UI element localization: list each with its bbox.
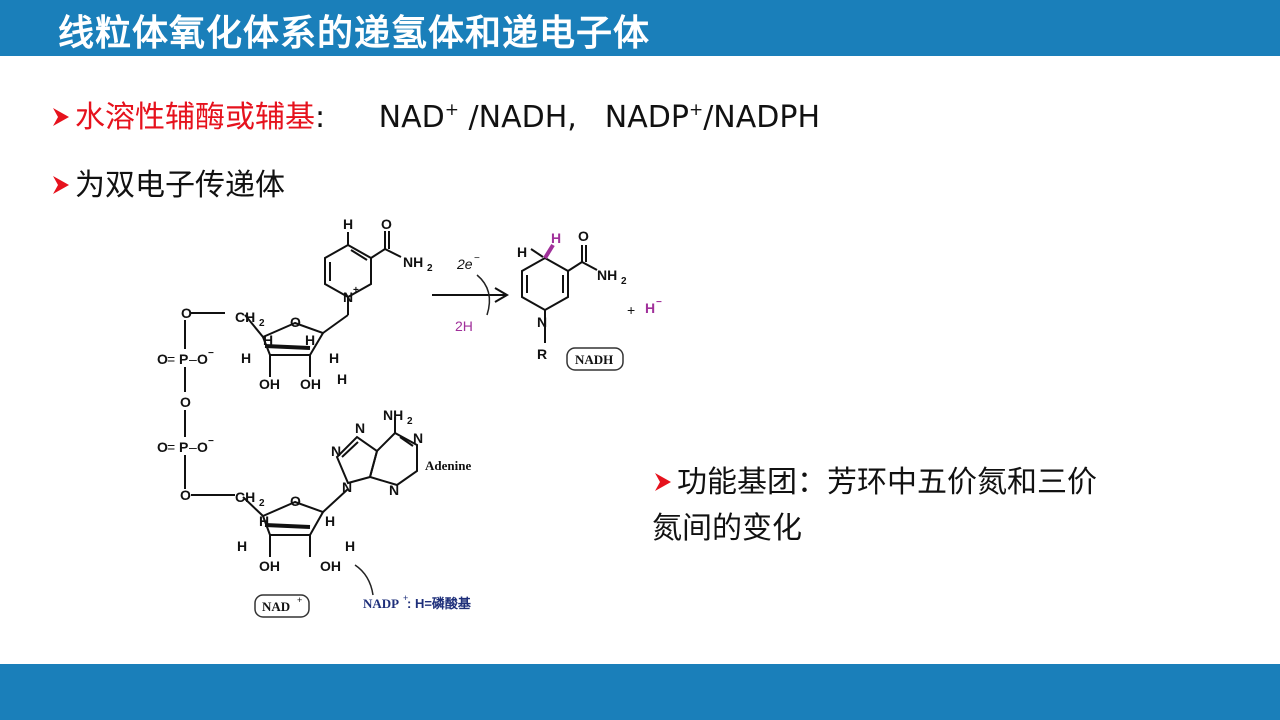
svg-text:R: R <box>537 346 547 362</box>
svg-text:H: H <box>551 230 561 246</box>
svg-text:O: O <box>578 228 589 244</box>
svg-text:=: = <box>167 439 175 455</box>
svg-text:O: O <box>197 439 208 455</box>
svg-text:+: + <box>353 285 359 296</box>
bullet-water-soluble: 水溶性辅酶或辅基: NAD+ /NADH,NADP+/NADPH <box>50 92 820 136</box>
bullet-colon: : <box>315 100 326 135</box>
svg-text:O: O <box>197 351 208 367</box>
svg-text:2: 2 <box>259 318 265 329</box>
svg-text:+: + <box>297 595 302 605</box>
svg-text:N: N <box>342 479 352 495</box>
footer-bar <box>0 664 1280 720</box>
svg-text:NH: NH <box>403 254 423 270</box>
svg-text:CH: CH <box>235 309 255 325</box>
svg-text:O: O <box>180 394 191 410</box>
svg-text:2: 2 <box>621 276 627 287</box>
svg-text:N: N <box>343 289 353 305</box>
nad-structure-figure: H O NH 2 N + O CH 2 H H H H OH OH H O O … <box>157 216 662 618</box>
svg-text:N: N <box>355 420 365 436</box>
svg-text:O: O <box>181 305 192 321</box>
svg-text:NAD: NAD <box>262 599 290 614</box>
svg-text:O: O <box>290 493 301 509</box>
svg-text:−: − <box>208 348 214 359</box>
svg-text:H: H <box>325 513 335 529</box>
bullet-label-functional-group: 功能基团：芳环中五价氮和三价 <box>677 465 1097 500</box>
svg-text:O: O <box>157 439 168 455</box>
svg-text:P: P <box>179 351 188 367</box>
svg-text:2e: 2e <box>456 256 473 272</box>
svg-text:H: H <box>259 513 269 529</box>
svg-text:–: – <box>189 439 197 455</box>
svg-text:NH: NH <box>383 407 403 423</box>
svg-text:H: H <box>241 350 251 366</box>
svg-text:O: O <box>381 216 392 232</box>
svg-text:OH: OH <box>259 558 280 574</box>
svg-text:N: N <box>389 482 399 498</box>
svg-text:2: 2 <box>259 498 265 509</box>
svg-text:+: + <box>627 302 635 318</box>
svg-text:H: H <box>343 216 353 232</box>
svg-text:−: − <box>474 253 480 264</box>
svg-text:H: H <box>337 371 347 387</box>
bullet-arrow-icon <box>655 473 671 491</box>
svg-text:P: P <box>179 439 188 455</box>
svg-text:CH: CH <box>235 489 255 505</box>
slide-title: 线粒体氧化体系的递氢体和递电子体 <box>58 13 651 54</box>
bullet-label-two-electron: 为双电子传递体 <box>75 168 285 203</box>
svg-text:=: = <box>167 351 175 367</box>
svg-text:O: O <box>180 487 191 503</box>
title-bar: 线粒体氧化体系的递氢体和递电子体 <box>0 0 1280 56</box>
svg-text:2: 2 <box>407 416 413 427</box>
svg-text:OH: OH <box>300 376 321 392</box>
svg-text:H: H <box>263 332 273 348</box>
svg-text:N: N <box>331 443 341 459</box>
svg-text:H: H <box>345 538 355 554</box>
svg-text:2H: 2H <box>455 318 473 334</box>
svg-text:H: H <box>305 332 315 348</box>
svg-text:O: O <box>290 314 301 330</box>
bullet-label-coenzyme: 水溶性辅酶或辅基 <box>75 100 315 135</box>
bullet-functional-group: 功能基团：芳环中五价氮和三价 氮间的变化 <box>652 460 1097 552</box>
svg-text:−: − <box>208 436 214 447</box>
svg-text:H: H <box>517 244 527 260</box>
svg-text:NADP: NADP <box>363 596 399 611</box>
svg-text:NH: NH <box>597 267 617 283</box>
svg-text:N: N <box>537 314 547 330</box>
svg-text:H: H <box>237 538 247 554</box>
svg-text:N: N <box>413 430 423 446</box>
svg-text:H: H <box>329 350 339 366</box>
svg-text:–: – <box>189 351 197 367</box>
svg-text:Adenine: Adenine <box>425 458 471 473</box>
bullet-arrow-icon <box>53 176 69 194</box>
svg-text:: H=磷酸基: : H=磷酸基 <box>407 596 472 611</box>
svg-text:−: − <box>656 297 662 308</box>
svg-text:NADH: NADH <box>575 352 613 367</box>
coenzyme-formula: NAD+ /NADH,NADP+/NADPH <box>378 100 821 135</box>
svg-text:+: + <box>403 593 408 603</box>
bullet-two-electron: 为双电子传递体 <box>50 160 285 204</box>
svg-text:OH: OH <box>320 558 341 574</box>
svg-text:OH: OH <box>259 376 280 392</box>
bullet-arrow-icon <box>53 108 69 126</box>
svg-text:2: 2 <box>427 263 433 274</box>
svg-text:O: O <box>157 351 168 367</box>
svg-text:H: H <box>645 300 655 316</box>
bullet-label-continuation: 氮间的变化 <box>652 511 802 546</box>
